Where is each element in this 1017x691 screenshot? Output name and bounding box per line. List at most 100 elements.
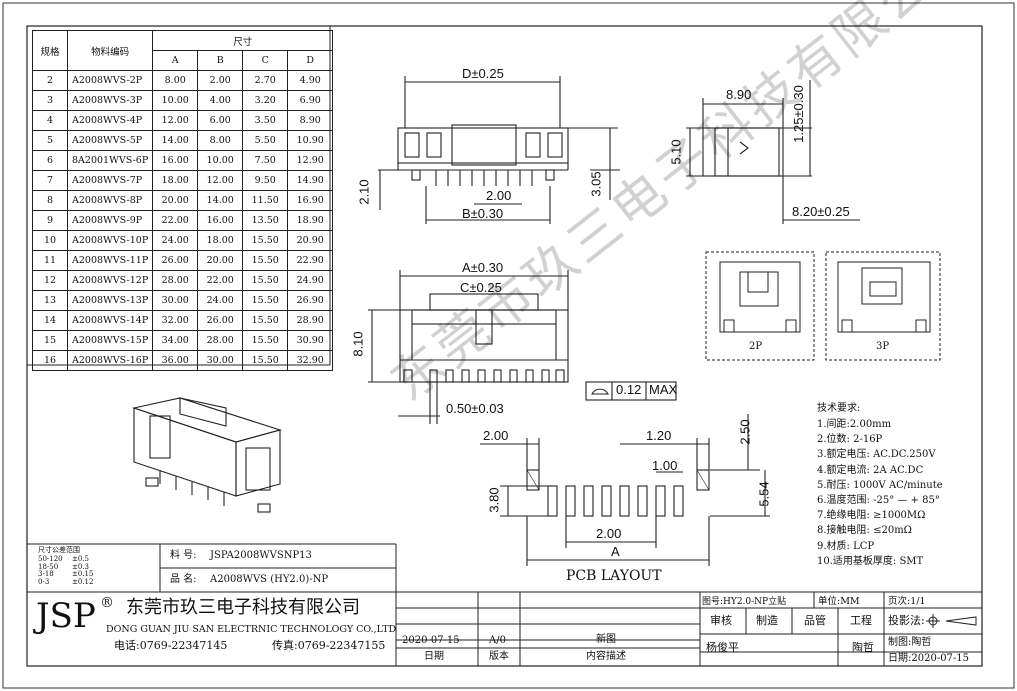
table-cell-d: 16.90 [287,190,334,211]
table-cell-part: A2008WVS-2P [66,70,154,91]
engineering-label: 工程 [850,614,872,627]
tolerance-value: ±0.15 [72,570,94,578]
table-cell-d: 14.90 [287,170,334,191]
detail-2p-3p [705,251,941,361]
pcb-dim-120: 1.20 [646,428,672,443]
revision-version: A/0 [489,635,506,646]
table-cell-spec: 8 [32,190,68,211]
material-value: JSPA2008WVSNP13 [210,550,312,561]
table-cell-spec: 4 [32,110,68,131]
pcb-dim-554: 5.54 [756,481,772,507]
table-cell-c: 15.50 [242,310,289,331]
table-cell-c: 15.50 [242,230,289,251]
table-cell-b: 16.00 [197,210,244,231]
top-view [368,270,677,424]
dim-a: A±0.30 [462,260,504,275]
table-cell-b: 26.00 [197,310,244,331]
company-logo: JSP [36,596,96,636]
table-cell-c: 15.50 [242,250,289,271]
company-phone: 电话:0769-22347145 [114,639,228,652]
table-cell-d: 10.90 [287,130,334,151]
table-cell-c: 3.50 [242,110,289,131]
tolerance-value: ±0.12 [72,577,94,586]
revision-date-header: 日期 [424,651,444,662]
company-fax: 传真:0769-22347155 [272,639,386,652]
name-label: 品 名: [170,574,197,585]
dim-510: 5.10 [668,139,684,165]
table-cell-a: 24.00 [152,230,199,251]
table-cell-d: 32.90 [287,350,334,371]
table-cell-d: 30.90 [287,330,334,351]
table-cell-b: 8.00 [197,130,244,151]
make-label: 制造 [756,614,778,627]
table-cell-d: 22.90 [287,250,334,271]
tech-item: 7.绝缘电阻: ≥1000MΩ [817,510,926,522]
dim-b: B±0.30 [462,206,504,221]
tolerance-value: ±0.3 [72,562,89,571]
table-cell-d: 26.90 [287,290,334,311]
table-cell-part: A2008WVS-5P [66,130,154,151]
table-cell-a: 8.00 [152,70,199,91]
dim-810: 8.10 [350,331,366,357]
table-cell-b: 30.00 [197,350,244,371]
flatness-max: MAX [649,382,678,397]
drafter: 制图:陶哲 [888,637,932,648]
table-cell-part: A2008WVS-4P [66,110,154,131]
table-cell-spec: 13 [32,290,68,311]
table-cell-b: 18.00 [197,230,244,251]
dim-050: 0.50±0.03 [446,401,504,416]
table-cell-spec: 2 [32,70,68,91]
header-col-b: B [197,50,244,71]
table-cell-c: 13.50 [242,210,289,231]
tech-item: 4.额定电流: 2A AC.DC [817,464,924,476]
table-cell-c: 15.50 [242,330,289,351]
tolerance-range: 3-18 [38,570,54,578]
label-2p: 2P [749,341,763,352]
table-cell-b: 12.00 [197,170,244,191]
tech-item: 10.适用基板厚度: SMT [817,555,924,567]
title-block-grid [27,543,982,666]
table-cell-part: 8A2001WVS-6P [66,150,154,171]
header-col-c: C [242,50,289,71]
table-cell-c: 3.20 [242,90,289,111]
dim-820: 8.20±0.25 [792,204,850,219]
table-cell-part: A2008WVS-12P [66,270,154,291]
logo-registered: ® [100,595,114,611]
table-cell-c: 7.50 [242,150,289,171]
table-cell-spec: 15 [32,330,68,351]
table-cell-a: 32.00 [152,310,199,331]
table-cell-d: 12.90 [287,150,334,171]
name-value: A2008WVS (HY2.0)-NP [210,574,329,585]
drawing-number: 图号:HY2.0-NP立贴 [702,597,787,607]
tech-item: 5.耐压: 1000V AC/minute [817,479,943,491]
tech-item: 2.位数: 2-16P [817,434,883,446]
review-label: 审核 [710,614,732,627]
pcb-dim-250: 2.50 [737,419,753,445]
tolerance-range: 18-50 [38,562,59,571]
table-cell-b: 22.00 [197,270,244,291]
pcb-dim-200a: 2.00 [483,428,509,443]
flatness-value: 0.12 [616,382,642,397]
tolerance-title: 尺寸公差范围 [38,546,80,554]
dim-890: 8.90 [726,87,752,102]
table-cell-part: A2008WVS-8P [66,190,154,211]
table-cell-a: 26.00 [152,250,199,271]
tolerance-value: ±0.5 [72,555,89,563]
pcb-dim-200b: 2.00 [596,526,622,541]
table-cell-b: 20.00 [197,250,244,271]
revision-version-header: 版本 [489,651,509,662]
dim-c: C±0.25 [460,280,502,295]
table-cell-a: 34.00 [152,330,199,351]
pcb-layout [480,414,770,566]
table-cell-b: 24.00 [197,290,244,311]
table-cell-b: 28.00 [197,330,244,351]
table-cell-b: 14.00 [197,190,244,211]
dim-210: 2.10 [356,179,372,205]
